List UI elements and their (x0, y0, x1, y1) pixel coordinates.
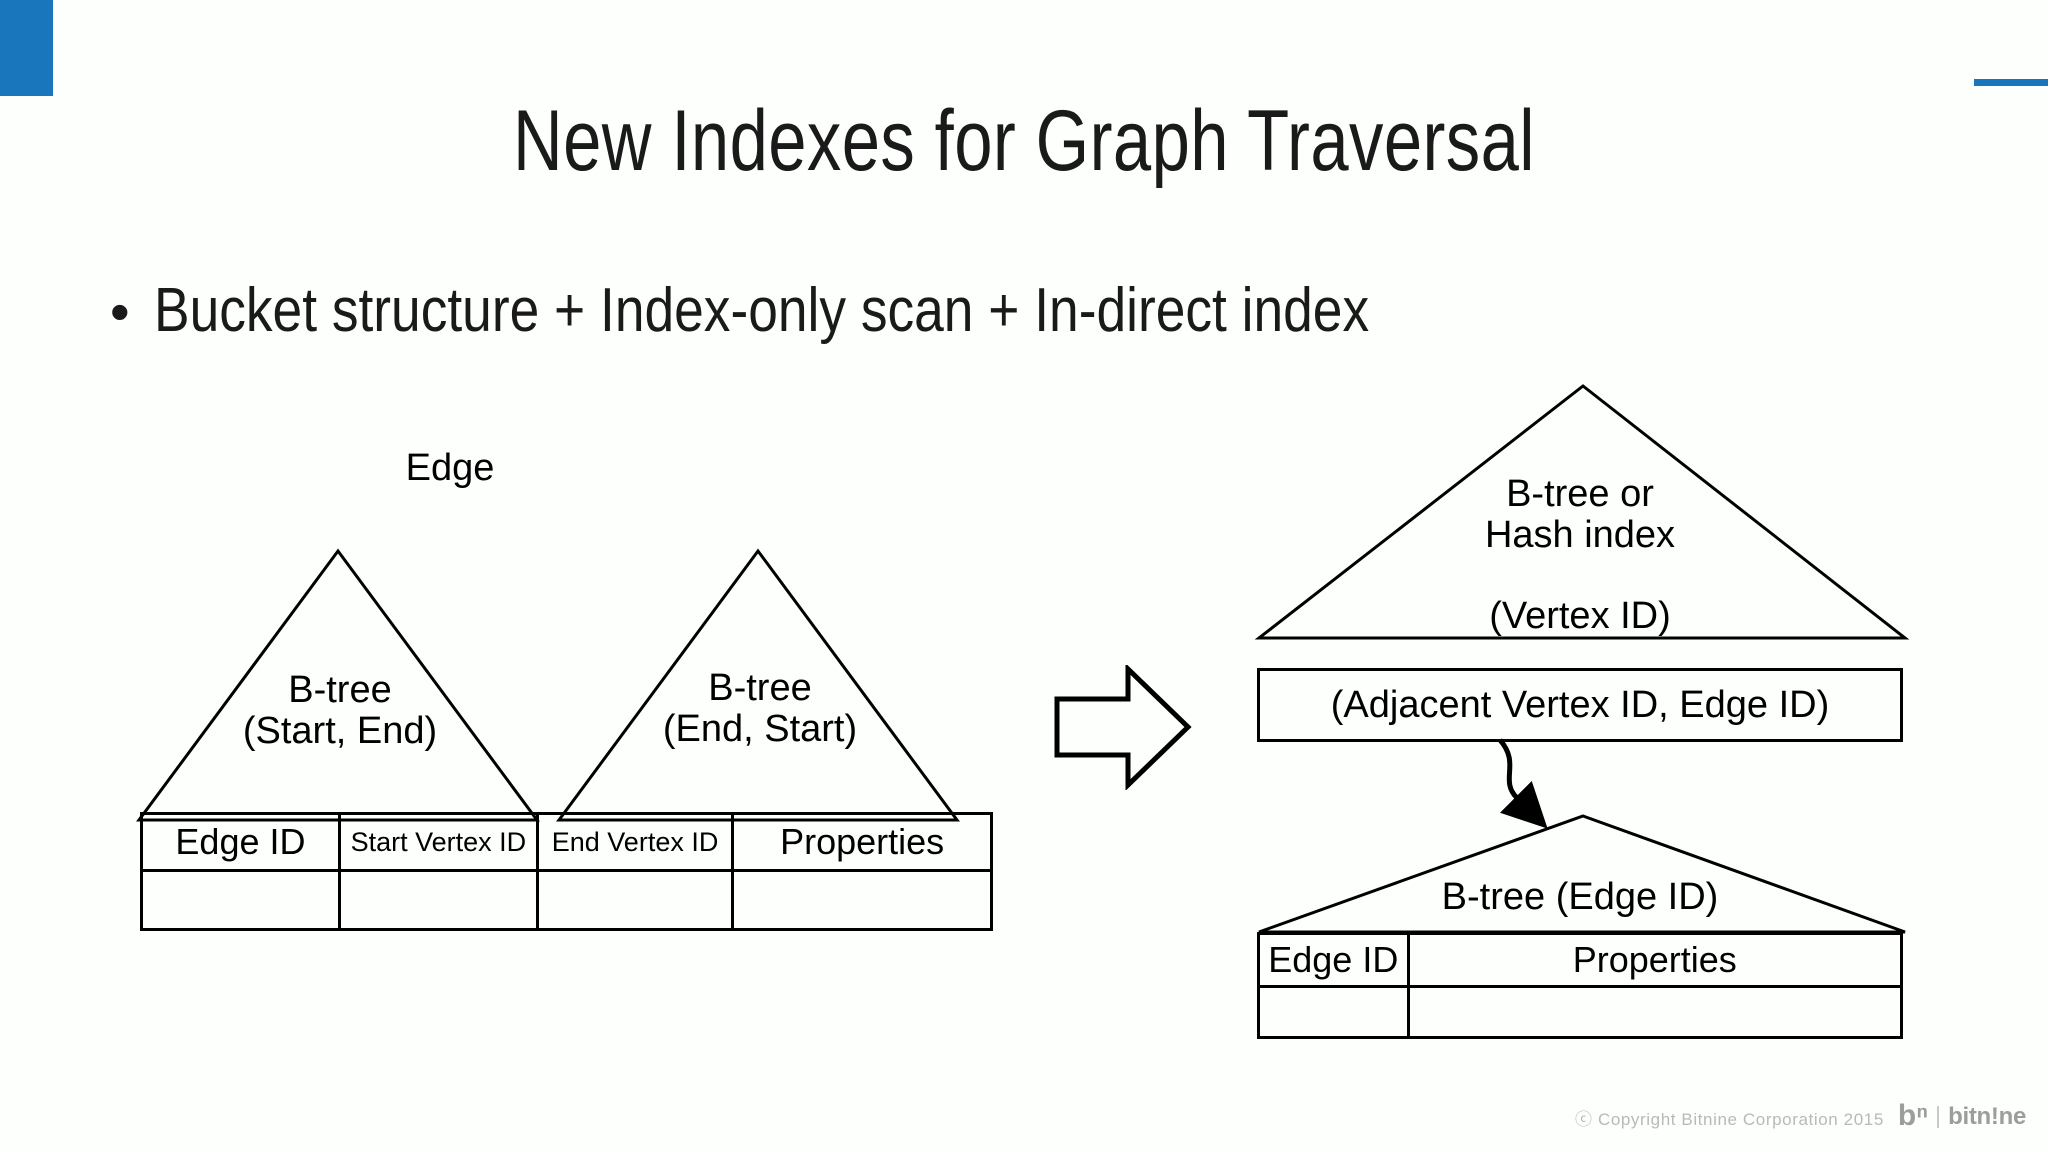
bucket-box: (Adjacent Vertex ID, Edge ID) (1257, 668, 1903, 742)
column-header-properties: Properties (731, 812, 993, 872)
right-top-triangle-label: B-tree or Hash index (1484, 473, 1676, 557)
cell-properties (1406, 985, 1904, 1039)
right-bottom-triangle-label: B-tree (Edge ID) (1441, 876, 1719, 918)
cell-edge-id (140, 869, 341, 931)
top-left-accent-block (0, 0, 53, 96)
bullet-marker: • (110, 280, 130, 343)
cell-edge-id (1257, 985, 1410, 1039)
cell-end-vertex-id (535, 869, 735, 931)
left-triangle-1-label: B-tree (Start, End) (242, 669, 438, 753)
edge-group-label: Edge (405, 447, 495, 489)
logo-mark-icon: bⁿ (1897, 1099, 1929, 1132)
table-row-header: Edge ID Start Vertex ID End Vertex ID Pr… (140, 812, 993, 872)
left-triangle-2-label: B-tree (End, Start) (662, 667, 858, 751)
right-top-triangle-key-label: (Vertex ID) (1489, 595, 1671, 637)
bullet-label: Bucket structure + Index-only scan + In-… (153, 276, 1369, 345)
table-row (1257, 985, 1904, 1039)
logo-divider (1937, 1106, 1940, 1128)
bullet-item: • Bucket structure + Index-only scan + I… (110, 280, 1567, 342)
right-bottom-triangle-svg (1258, 814, 1906, 934)
table-row-header: Edge ID Properties (1257, 932, 1904, 988)
bitnine-logo: bⁿ bitn!ne (1897, 1099, 2026, 1132)
cell-properties (731, 869, 993, 931)
column-header-end-vertex-id: End Vertex ID (535, 812, 735, 872)
right-top-triangle-svg (1254, 384, 1910, 640)
copyright-text: ⓒ Copyright Bitnine Corporation 2015 (1575, 1109, 1884, 1129)
page-title: New Indexes for Graph Traversal (513, 93, 1535, 189)
bucket-to-btree-connector (1498, 738, 1548, 828)
column-header-edge-id: Edge ID (140, 812, 341, 872)
edge-properties-table: Edge ID Properties (1257, 932, 1904, 1039)
column-header-properties: Properties (1406, 932, 1904, 988)
slide-footer: ⓒ Copyright Bitnine Corporation 2015 bⁿ … (1575, 1099, 2026, 1132)
edge-table: Edge ID Start Vertex ID End Vertex ID Pr… (140, 812, 993, 931)
column-header-start-vertex-id: Start Vertex ID (337, 812, 539, 872)
column-header-edge-id: Edge ID (1257, 932, 1410, 988)
logo-wordmark: bitn!ne (1948, 1103, 2026, 1130)
bucket-box-label: (Adjacent Vertex ID, Edge ID) (1330, 683, 1830, 726)
right-arrow-icon (1054, 665, 1192, 790)
cell-start-vertex-id (337, 869, 539, 931)
table-row (140, 869, 993, 931)
top-right-accent-rule (1974, 79, 2048, 86)
